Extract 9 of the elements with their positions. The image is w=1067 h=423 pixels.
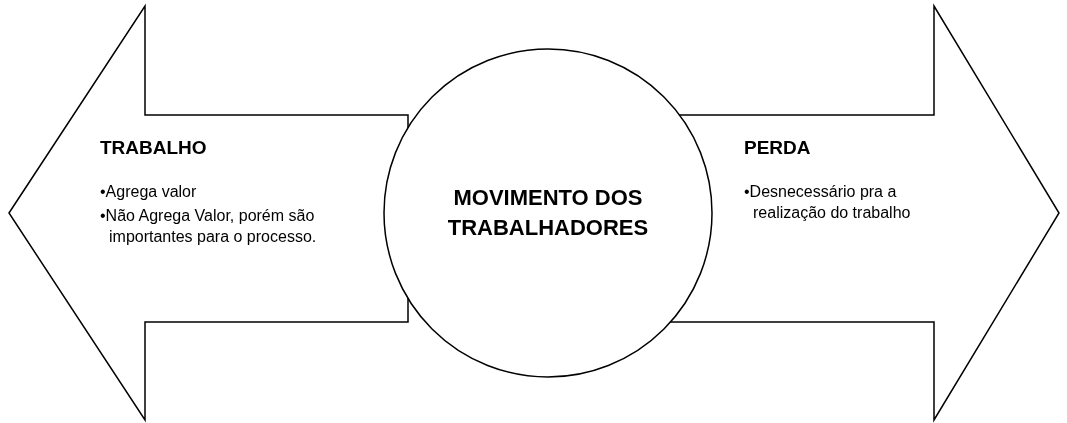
bullet-text: •Agrega valor — [100, 182, 198, 202]
right-arrow-shape — [668, 5, 1060, 421]
circle-shape — [383, 48, 713, 378]
bullet-text: •Não Agrega Valor, porém são importantes para o processo. — [100, 206, 318, 247]
circle-title: MOVIMENTO DOS TRABALHADORES — [446, 184, 650, 242]
left-arrow-shape — [8, 5, 408, 421]
heading: TRABALHO — [100, 137, 208, 159]
heading: PERDA — [744, 137, 812, 159]
bullet-text: •Desnecessário pra a realização do trabalho — [744, 182, 912, 223]
